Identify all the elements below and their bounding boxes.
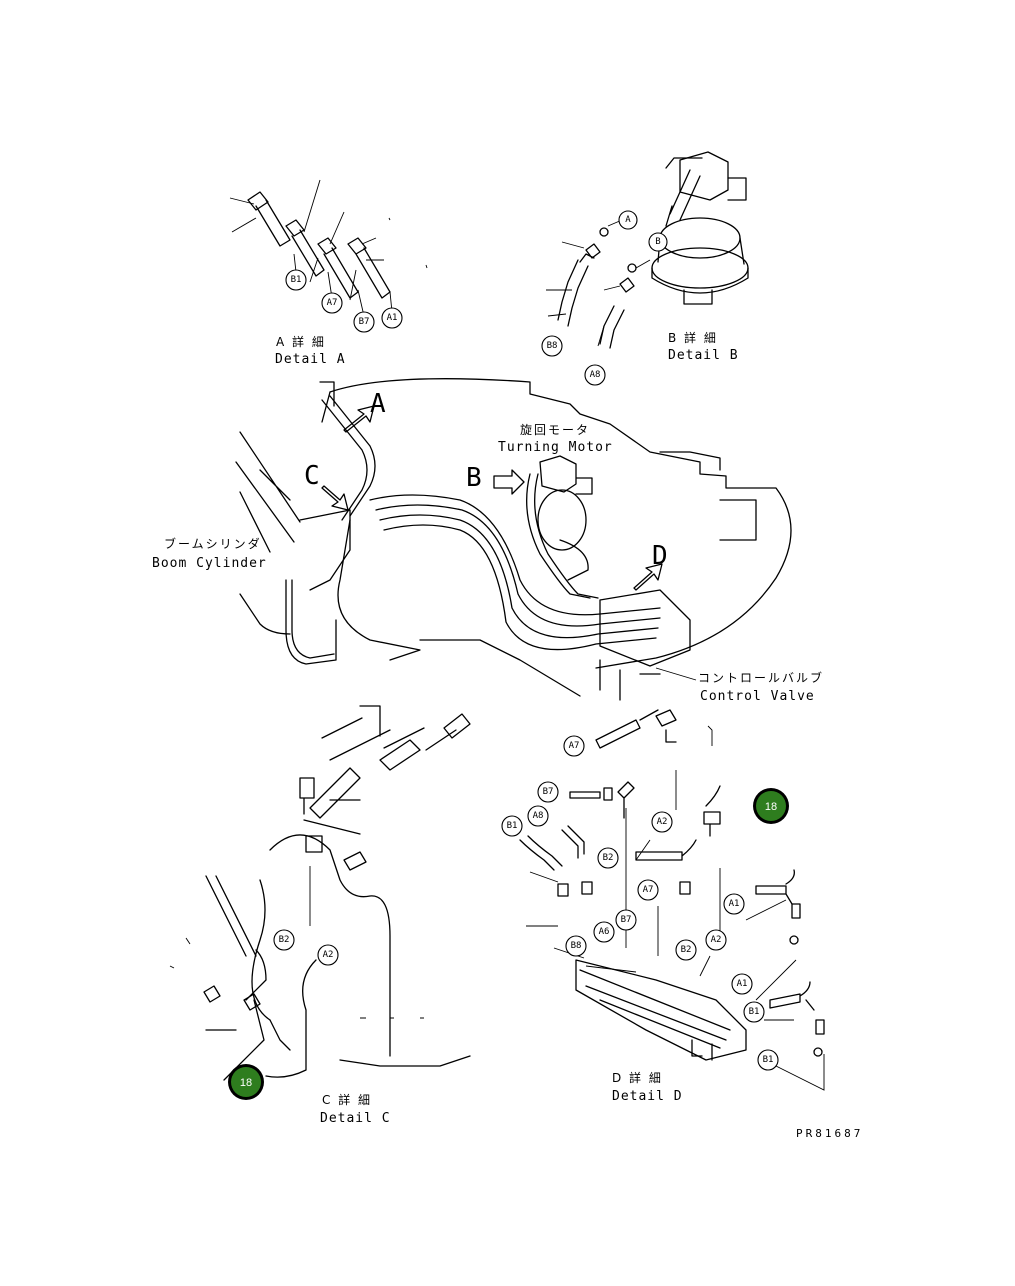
callout-d-a1-low: A1 (737, 979, 748, 989)
callout-d-b8: B8 (571, 941, 582, 951)
detail-a-title-en: Detail A (275, 352, 346, 367)
reference-marker-number: 18 (765, 801, 777, 813)
control-valve-label-en: Control Valve (700, 689, 815, 704)
view-b-letter: B (466, 463, 483, 493)
main-view-drawing (235, 378, 792, 701)
view-c-letter: C (304, 461, 321, 491)
callout-d-a8: A8 (533, 811, 544, 821)
callout-d-b1-bottom: B1 (763, 1055, 774, 1065)
callout-d-a7-top: A7 (569, 741, 580, 751)
detail-a-drawing (229, 179, 428, 317)
detail-b-drawing (546, 151, 749, 349)
detail-d-title-en: Detail D (612, 1089, 683, 1104)
callout-view-a: A (625, 215, 631, 225)
reference-marker-number: 18 (240, 1077, 252, 1089)
callout-d-a2-top: A2 (657, 817, 668, 827)
view-d-letter: D (652, 541, 669, 571)
detail-c-title-jp: C 詳 細 (322, 1092, 372, 1107)
callout-d-a1-right: A1 (729, 899, 740, 909)
callout-a8: A8 (590, 370, 601, 380)
reference-marker-18-right[interactable]: 18 (753, 788, 789, 824)
detail-b-title-en: Detail B (668, 348, 739, 363)
boom-cylinder-label-jp: ブームシリンダ (164, 536, 262, 551)
detail-a-title-jp: A 詳 細 (276, 334, 326, 349)
control-valve-leader (655, 667, 697, 681)
callout-d-b1-left: B1 (507, 821, 518, 831)
detail-a-callouts: B1 A7 B7 A1 (285, 269, 403, 333)
callout-d-a7-mid: A7 (643, 885, 654, 895)
turning-motor-label-jp: 旋回モータ (520, 423, 590, 437)
detail-d-drawing (519, 709, 825, 1091)
callout-b2: B2 (279, 935, 290, 945)
callout-d-b1-right: B1 (749, 1007, 760, 1017)
detail-c-title-en: Detail C (320, 1111, 391, 1126)
detail-c-callouts: B2 A2 (273, 929, 339, 966)
callout-d-a6: A6 (599, 927, 610, 937)
callout-d-b7-top: B7 (543, 787, 554, 797)
control-valve-label-jp: コントロールバルブ (698, 670, 824, 685)
drawing-number: PR81687 (796, 1127, 863, 1140)
callout-d-b2-mid: B2 (603, 853, 614, 863)
detail-d-title-jp: D 詳 細 (612, 1070, 663, 1085)
callout-a1: A1 (387, 313, 398, 323)
callout-view-b: B (655, 237, 660, 247)
callout-d-b7-mid: B7 (621, 915, 632, 925)
callout-a2: A2 (323, 950, 334, 960)
callout-b7: B7 (359, 317, 370, 327)
callout-d-b2-low: B2 (681, 945, 692, 955)
callout-b1: B1 (291, 275, 302, 285)
detail-b-callouts: A B B8 A8 (541, 210, 668, 386)
reference-marker-18-left[interactable]: 18 (228, 1064, 264, 1100)
turning-motor-label-en: Turning Motor (498, 440, 613, 455)
callout-b8: B8 (547, 341, 558, 351)
view-a-letter: A (370, 389, 387, 419)
callout-d-a2-low: A2 (711, 935, 722, 945)
detail-b-title-jp: B 詳 細 (668, 330, 718, 345)
callout-a7: A7 (327, 298, 338, 308)
detail-c-drawing (169, 705, 471, 1081)
boom-cylinder-label-en: Boom Cylinder (152, 556, 267, 571)
detail-d-callouts: A7 B7 A8 B1 A2 B2 A7 B7 A6 B8 B2 A2 A1 A… (501, 735, 779, 1071)
